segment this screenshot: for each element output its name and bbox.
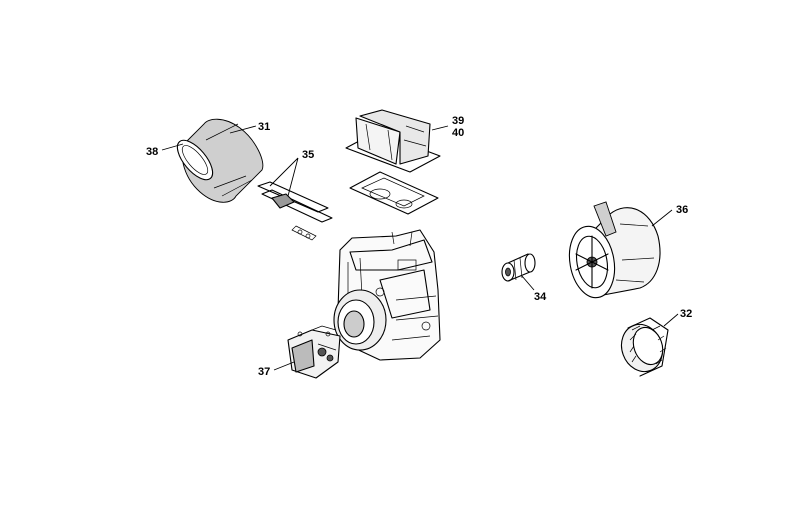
leader-lines — [161, 125, 679, 371]
label-39: 39 — [452, 115, 464, 127]
label-38: 38 — [146, 146, 158, 158]
part-39-40-top-cover — [345, 109, 441, 215]
part-37-pump — [287, 325, 341, 379]
label-31: 31 — [258, 121, 270, 133]
label-35: 35 — [302, 149, 314, 161]
main-housing — [333, 229, 441, 361]
part-36-motor — [568, 201, 661, 299]
part-35-electrodes — [257, 181, 333, 241]
label-34: 34 — [534, 291, 547, 303]
label-37: 37 — [258, 366, 270, 378]
part-34-coupling — [501, 253, 536, 282]
label-40: 40 — [452, 127, 464, 139]
label-32: 32 — [680, 308, 692, 320]
label-36: 36 — [676, 204, 688, 216]
part-31-cylinder-cover — [176, 118, 264, 203]
part-32-fan-wheel — [620, 317, 669, 377]
